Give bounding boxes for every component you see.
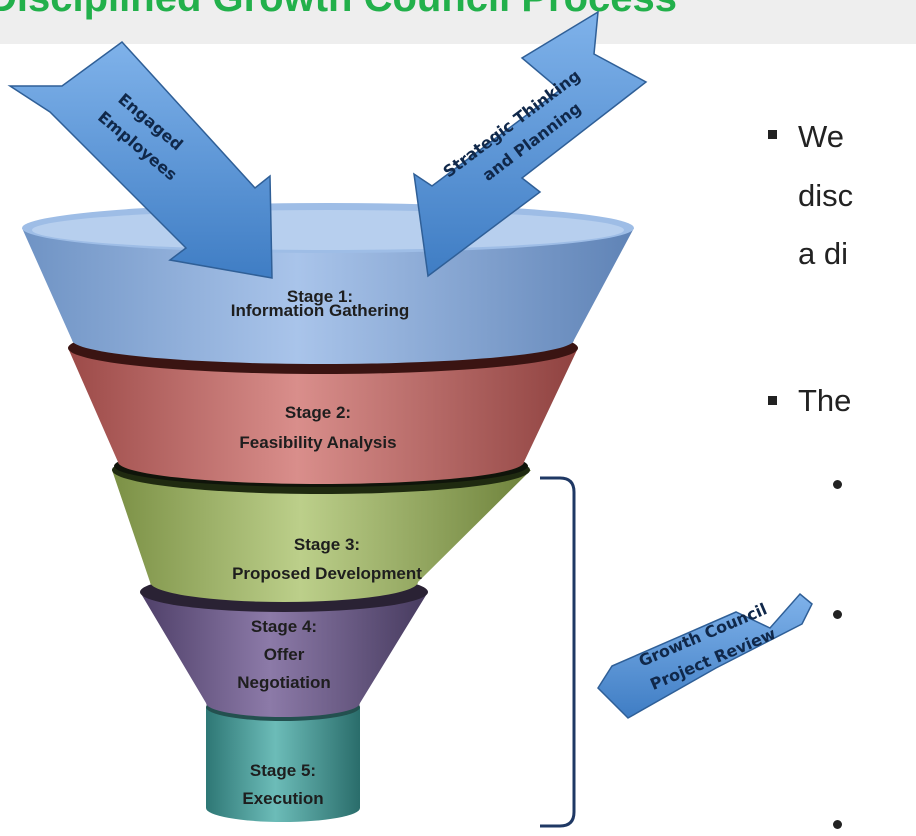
stage-5-title: Stage 5: (250, 761, 316, 780)
stage-4-title: Stage 4: (251, 617, 317, 636)
stage-2-title: Stage 2: (285, 403, 351, 422)
review-bracket (540, 476, 576, 828)
stage-1-name: Information Gathering (231, 301, 410, 320)
stage-1-segment: Stage 1: Information Gathering (22, 203, 634, 364)
stage-4-line-3: Negotiation (237, 673, 331, 692)
stage-5-name: Execution (242, 789, 323, 808)
page-title: Disciplined Growth Council Process (0, 0, 677, 18)
stage-2-name: Feasibility Analysis (239, 433, 396, 452)
stage-4-line-2: Offer (264, 645, 305, 664)
engaged-employees-arrow: Engaged Employees (7, 40, 273, 279)
title-band: Disciplined Growth Council Process (0, 0, 916, 44)
stage-1-title: Stage 1: (287, 287, 353, 306)
growth-council-review-arrow: Growth Council Project Review (597, 592, 813, 719)
stage-3-title: Stage 3: (294, 535, 360, 554)
stage-3-name: Proposed Development (232, 564, 422, 583)
